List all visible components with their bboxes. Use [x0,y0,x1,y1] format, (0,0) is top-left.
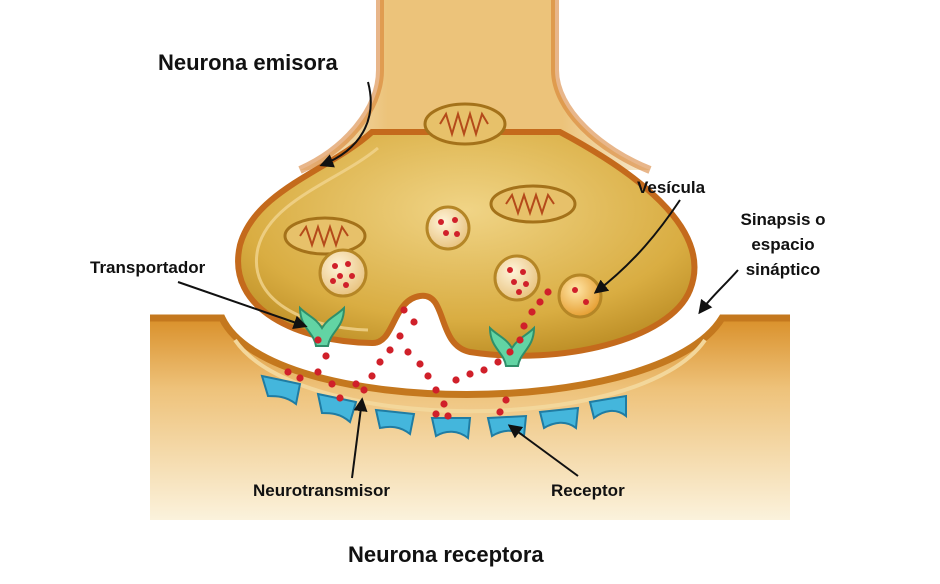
vesicle-3 [493,254,541,302]
neurotransmitter-particle [432,410,440,418]
arrow-sinapsis [698,269,739,315]
neurotransmitter-particle [502,396,510,404]
neurotransmitter-particle [296,374,304,382]
axon-edge [298,0,652,174]
neurotransmitter-particle [536,298,544,306]
neurotransmitter-particle [284,368,292,376]
neurotransmitter-particle [368,372,376,380]
neurotransmitter-particle [396,332,404,340]
neurotransmitter-particles [284,288,552,420]
vesicle-4 [557,273,603,319]
neurotransmitter-particle [314,336,322,344]
neurotransmitter-particle [440,400,448,408]
vesicle-1 [425,205,471,251]
postsynaptic-membrane [150,314,790,398]
neurotransmitter-particle [480,366,488,374]
neurotransmitter-particle [432,386,440,394]
receptor-1 [260,374,302,406]
neurotransmitter-particle [444,412,452,420]
transporter-right [488,325,536,367]
neurotransmitter-particle [404,348,412,356]
mitochondrion-3 [283,216,367,256]
neurotransmitter-particle [416,360,424,368]
mitochondrion-1 [423,102,507,146]
neurotransmitter-particle [494,358,502,366]
label-vesicula: Vesícula [637,178,706,197]
arrow-receptor [507,424,579,477]
label-neurona-receptora: Neurona receptora [348,542,544,567]
receptor-6 [538,406,580,430]
neurotransmitter-particle [328,380,336,388]
neurotransmitter-particle [496,408,504,416]
neurotransmitter-particle [452,376,460,384]
neurotransmitter-particle [520,322,528,330]
postsynaptic-inner-line [233,338,707,414]
neurotransmitter-particle [424,372,432,380]
neurotransmitter-particle [506,348,514,356]
transporter-left [298,305,346,347]
neurotransmitter-particle [544,288,552,296]
neurotransmitter-particle [322,352,330,360]
arrow-vesicula [593,199,681,294]
label-neurona-emisora: Neurona emisora [158,50,338,75]
arrow-transportador [177,281,308,329]
neurotransmitter-particle [528,308,536,316]
neurotransmitter-particle [410,318,418,326]
arrow-neurona-emisora [319,81,372,168]
label-neurotransmisor: Neurotransmisor [253,481,390,500]
receptor-7 [588,394,627,420]
label-receptor: Receptor [551,481,625,500]
neurotransmitter-particle [314,368,322,376]
label-sinapsis: Sinapsis o espacio sináptico [740,210,826,279]
neurotransmitter-particle [400,306,408,314]
neurotransmitter-particle [386,346,394,354]
neurotransmitter-particle [516,336,524,344]
receptor-2 [316,392,358,424]
label-transportador: Transportador [90,258,206,277]
neurotransmitter-particle [352,380,360,388]
neurotransmitter-particle [466,370,474,378]
vesicle-2 [318,248,368,298]
neurotransmitter-particle [336,394,344,402]
receptor-4 [430,417,472,440]
mitochondrion-2 [489,184,577,224]
neurotransmitter-particle [360,386,368,394]
receptor-3 [374,408,416,436]
arrow-neurotransmisor [351,397,368,479]
axon [300,0,650,170]
neurotransmitter-particle [376,358,384,366]
